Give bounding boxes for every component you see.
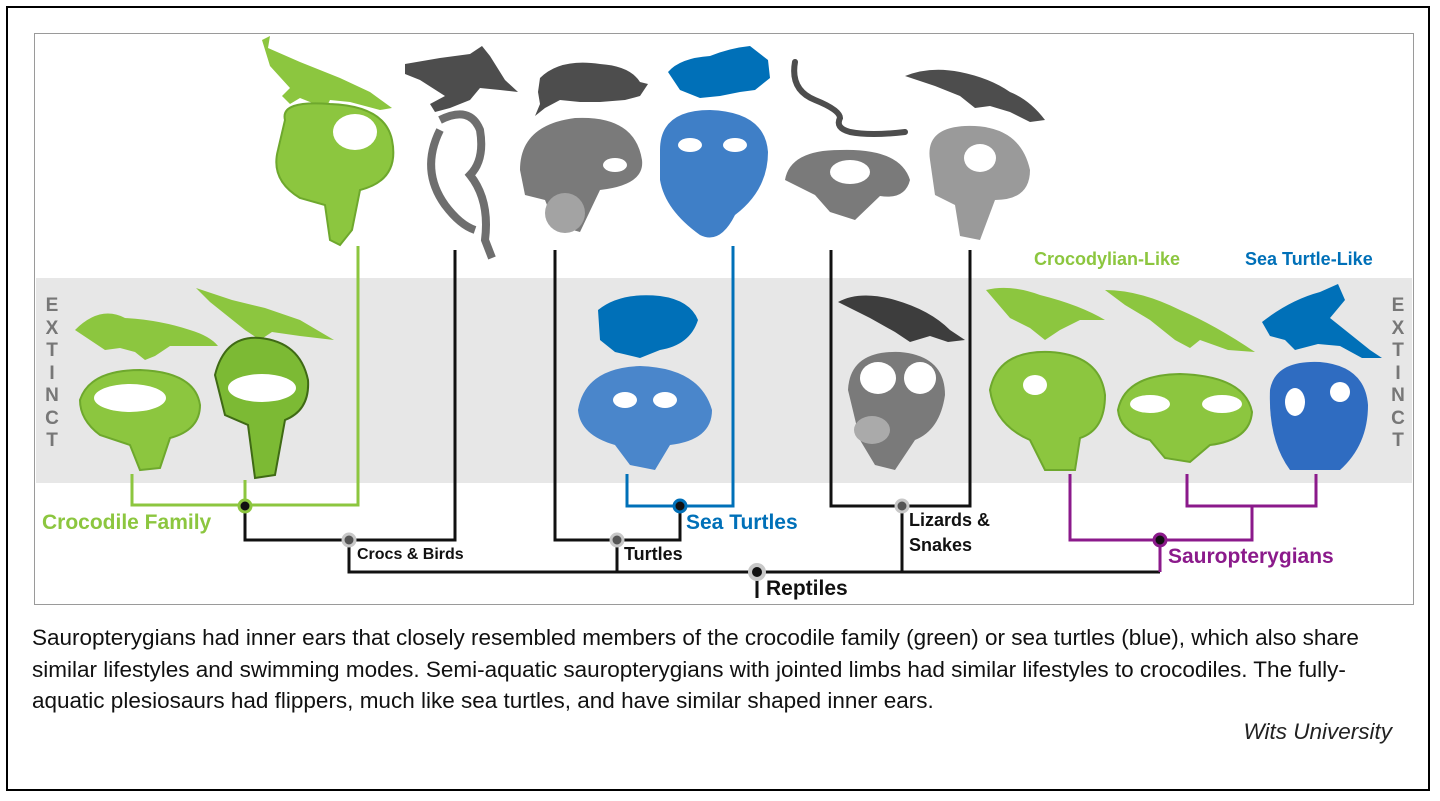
lizards-snakes-label-line1: Lizards & [909,510,991,530]
inner-ear-3d-model-icon [848,351,945,470]
inner-ear-3d-model-icon [78,368,202,472]
node-sauropterygians [1152,532,1168,548]
inner-ear-3d-model-icon [929,125,1030,240]
node-reptiles [748,563,766,581]
snake-silhouette-icon [791,59,908,137]
node-sea-turtles [672,498,688,514]
inner-ear-3d-model-icon [660,110,768,238]
inner-ear-3d-model-icon [988,350,1107,471]
tree-nodes [237,498,1168,581]
plesiosaur-silhouette-icon [1262,284,1382,358]
inner-ear-3d-model-icon [427,110,496,260]
sauropterygians-label: Sauropterygians [1168,545,1334,568]
inner-ear-3d-model-icon [275,102,395,247]
inner-ear-3d-model-icon [785,149,910,220]
node-crocodile-family [237,498,253,514]
inner-ear-3d-model-icon [213,336,310,480]
sea-turtle-like-label: Sea Turtle-Like [1245,249,1373,269]
extinct-sea-turtle-silhouette-icon [598,295,698,358]
lizard-silhouette-icon [905,69,1045,122]
sea-turtles-label: Sea Turtles [686,511,798,534]
snapping-turtle-silhouette-icon [535,62,648,116]
extinct-croc-silhouette-icon [75,313,218,360]
reptiles-label: Reptiles [766,577,848,600]
node-crocs-birds [341,532,357,548]
turtles-label: Turtles [624,544,683,564]
crocodylian-like-label: Crocodylian-Like [1034,249,1181,269]
image-credit: Wits University [1243,719,1392,744]
inner-ear-3d-model-icon [1269,361,1368,470]
inner-ear-3d-model-icon [1116,372,1254,464]
node-lizards-snakes [894,498,910,514]
extinct-gavial-silhouette-icon [196,288,334,340]
node-turtles [609,532,625,548]
crocodile-silhouette-icon [262,36,392,110]
inner-ear-3d-model-icon [578,366,712,470]
lizards-snakes-label-line2: Snakes [909,535,973,555]
sea-turtle-silhouette-icon [668,46,770,98]
inner-ear-3d-model-icon [520,117,643,233]
figure-caption: Sauropterygians had inner ears that clos… [32,625,1359,713]
ichthyosaur-silhouette-icon [838,295,965,342]
nothosaur-silhouette-icon [986,287,1105,340]
crocs-birds-label: Crocs & Birds [357,546,464,563]
crocodile-family-label: Crocodile Family [42,511,212,534]
penguin-silhouette-icon [405,46,518,112]
pachypleurosaur-silhouette-icon [1105,290,1255,352]
